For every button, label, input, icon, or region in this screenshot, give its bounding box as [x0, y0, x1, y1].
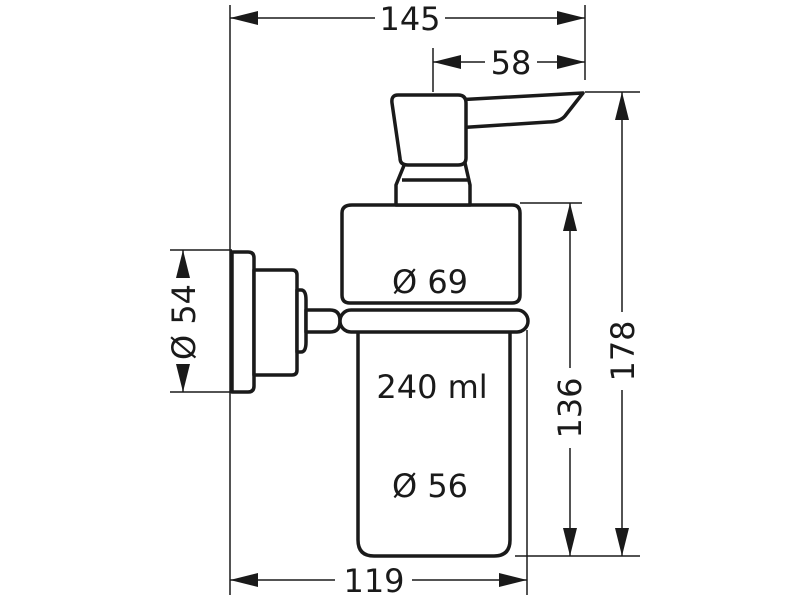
- pump-head: [340, 203, 522, 305]
- pump-button: [390, 93, 468, 167]
- soap-dispenser: [230, 91, 585, 558]
- label-pump-diameter: Ø 69: [392, 263, 468, 301]
- connector-pin: [304, 308, 342, 334]
- label-lever-width: 58: [491, 44, 532, 82]
- label-wall-plate-diameter: Ø 54: [165, 284, 203, 360]
- label-overall-height: 178: [604, 320, 642, 381]
- extension-lines: [170, 5, 640, 595]
- wall-plate: [230, 250, 256, 394]
- label-capacity: 240 ml: [376, 368, 487, 406]
- glass-container: [356, 323, 512, 558]
- wall-mount: [252, 268, 299, 377]
- label-container-height: 136: [551, 377, 589, 438]
- label-overall-width: 145: [379, 0, 440, 38]
- label-glass-diameter: Ø 56: [392, 467, 468, 505]
- pump-collar: [394, 161, 472, 207]
- label-projection-depth: 119: [343, 562, 404, 600]
- pump-lever: [453, 91, 585, 130]
- mount-neck: [295, 288, 308, 354]
- holder-ring: [338, 308, 530, 334]
- dimension-labels: 145 58 178 136 119 Ø 54 Ø 69 Ø 56 240 ml: [165, 0, 642, 600]
